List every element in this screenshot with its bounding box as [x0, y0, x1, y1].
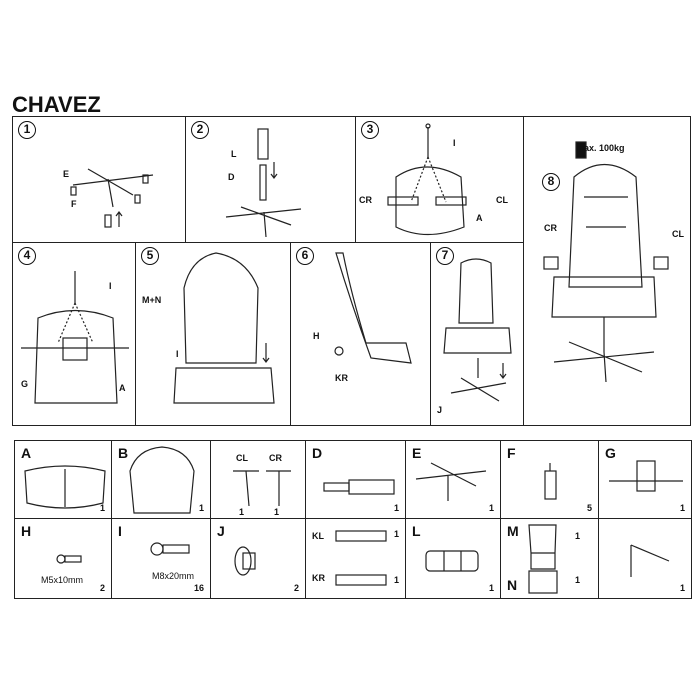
armrest-seat-illustration	[387, 123, 467, 236]
label-i: I	[109, 281, 112, 291]
allen-key-icon	[630, 544, 670, 577]
label-f: F	[71, 199, 77, 209]
label-h: H	[313, 331, 320, 341]
label-i: I	[453, 138, 456, 148]
step-1-panel: 1 E F	[12, 116, 186, 243]
base-assembly-illustration	[70, 168, 154, 228]
label-l: L	[231, 149, 237, 159]
label-m-n: M+N	[142, 295, 162, 305]
part-allen-key: 1	[598, 518, 692, 599]
step-number: 2	[191, 121, 209, 139]
step-7-panel: 7 J	[430, 242, 524, 426]
step-8-panel: 8 max. 100kg CR CL	[523, 116, 691, 426]
document-title: CHAVEZ	[12, 92, 101, 117]
seat-to-base-illustration	[443, 258, 512, 402]
label-cl: CL	[672, 229, 684, 239]
label-i: I	[176, 349, 179, 359]
step-number: 6	[296, 247, 314, 265]
label-kr: KR	[335, 373, 348, 383]
label-cr: CR	[359, 195, 372, 205]
gas-lift-illustration	[225, 128, 302, 238]
step-6-panel: 6 H KR	[290, 242, 431, 426]
assembled-chair-illustration	[543, 141, 669, 383]
step-number: 4	[18, 247, 36, 265]
step-number: 1	[18, 121, 36, 139]
label-cl: CL	[496, 195, 508, 205]
step-number: 7	[436, 247, 454, 265]
label-j: J	[437, 405, 443, 415]
step-2-panel: 2 L D	[185, 116, 356, 243]
label-d: D	[228, 172, 235, 182]
label-e: E	[63, 169, 70, 179]
label-a: A	[476, 213, 483, 223]
label-g: G	[21, 379, 29, 389]
step-number: 8	[542, 173, 560, 191]
mechanism-illustration	[21, 271, 129, 404]
backrest-illustration	[173, 252, 275, 404]
label-cr: CR	[544, 223, 557, 233]
label-a: A	[119, 383, 126, 393]
step-5-panel: 5 M+N I	[135, 242, 291, 426]
step-number: 5	[141, 247, 159, 265]
max-load-label: max. 100kg	[576, 143, 625, 153]
step-number: 3	[361, 121, 379, 139]
step-3-panel: 3 I CR CL A	[355, 116, 524, 243]
recline-lever-illustration	[334, 252, 412, 364]
step-4-panel: 4 I G A	[12, 242, 136, 426]
